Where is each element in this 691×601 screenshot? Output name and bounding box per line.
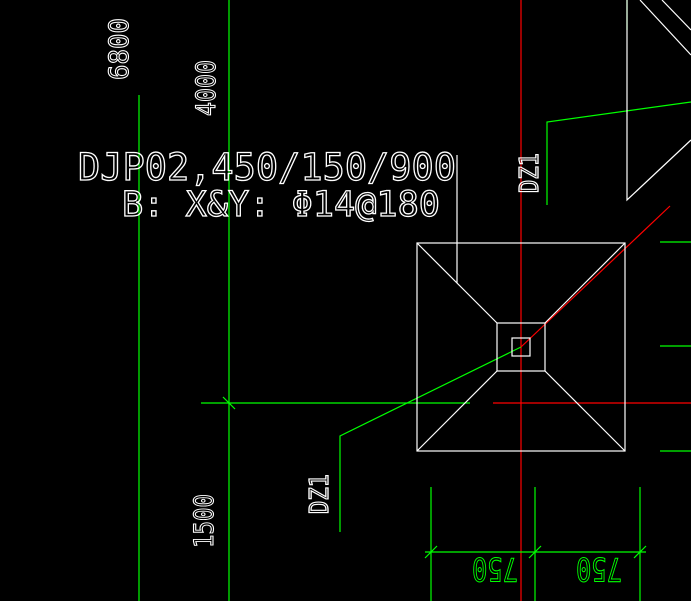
dimension-lines <box>138 0 691 601</box>
footing-label-line1: DJP02,450/150/900 <box>78 146 456 189</box>
footing-outline[interactable] <box>416 242 626 452</box>
dim-tick-left <box>424 545 438 559</box>
slope-line-br <box>544 370 626 452</box>
adjacent-slope-1 <box>639 0 691 56</box>
leader-top-dz1 <box>546 101 691 205</box>
slope-line-tr <box>544 242 626 324</box>
dim-text-750-left: 750 <box>472 550 518 588</box>
adjacent-footing-edge[interactable] <box>626 0 691 202</box>
dim-tick-mid <box>528 545 542 559</box>
dim-text-6800: 6800 <box>104 18 135 80</box>
dim-text-4000: 4000 <box>191 60 222 116</box>
adjacent-footing[interactable] <box>626 0 691 202</box>
axis-lines <box>493 0 691 601</box>
diagonal-axis-line <box>520 205 671 348</box>
adjacent-slope-2 <box>661 0 691 31</box>
dim-text-750-right: 750 <box>576 550 622 588</box>
column-tag-bottom: DZ1 <box>305 474 335 514</box>
footing-plan[interactable] <box>416 155 626 452</box>
slope-line-bl <box>416 370 498 452</box>
footing-label-line2: B: X&Y: Φ14@180 <box>122 185 440 225</box>
leader-lines <box>339 101 691 532</box>
dim-tick <box>222 396 236 410</box>
leader-bottom-dz1 <box>339 346 522 532</box>
column-outline[interactable] <box>511 337 531 357</box>
pedestal-outline[interactable] <box>496 322 546 372</box>
column-tag-top: DZ1 <box>515 153 545 193</box>
dim-text-1500: 1500 <box>189 494 220 548</box>
dim-tick-right <box>633 545 647 559</box>
